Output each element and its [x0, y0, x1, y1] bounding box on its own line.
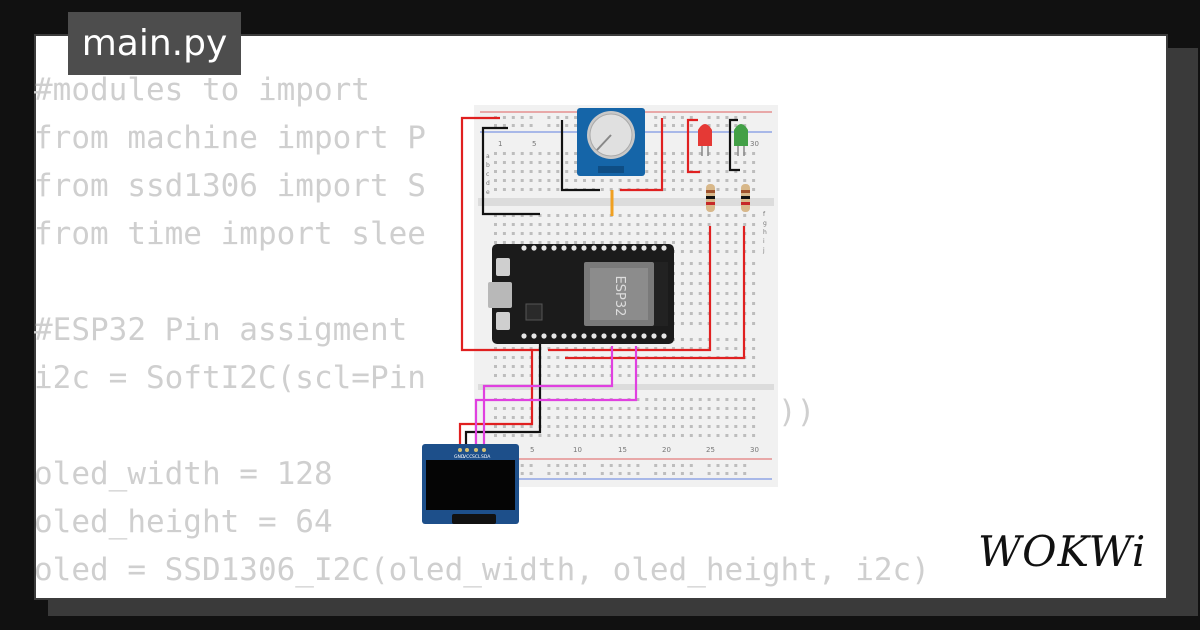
oled-screen — [426, 460, 515, 510]
code-line: from machine import P — [34, 120, 426, 156]
resistor[interactable] — [706, 184, 715, 212]
oled-display[interactable]: GND VCC SCL SDA — [422, 444, 519, 524]
code-line: #modules to import — [34, 72, 370, 108]
esp32-pins — [521, 245, 667, 339]
wokwi-logo: WOKWi — [978, 527, 1146, 576]
code-line: oled_width = 128 — [34, 456, 333, 492]
code-line: from ssd1306 import S — [34, 168, 426, 204]
breadboard-row-label: c — [486, 171, 489, 178]
usb-port — [488, 282, 512, 308]
code-line: #ESP32 Pin assigment — [34, 312, 408, 348]
wire-red — [548, 226, 712, 352]
wire-black — [560, 120, 600, 192]
wire-red — [565, 226, 746, 360]
knob-indicator — [596, 134, 612, 151]
breadboard-col-label: 1 — [498, 140, 502, 148]
breadboard-col-label: 5 — [530, 446, 534, 454]
breadboard-row-label: d — [486, 180, 490, 187]
en-button — [496, 312, 510, 330]
code-line: oled_height = 64 — [34, 504, 333, 540]
wires — [458, 116, 746, 450]
breadboard-col-label: 25 — [706, 446, 715, 454]
breadboard-row-label: a — [486, 153, 490, 160]
breadboard-row-label: b — [486, 162, 490, 169]
logo-text: WOKWi — [978, 527, 1146, 576]
wire-magenta — [482, 346, 614, 450]
breadboard-row-label: j — [762, 247, 765, 254]
code-line-tail: )) — [778, 394, 816, 430]
led-red[interactable] — [698, 124, 712, 156]
oled-pin-label: VCC — [463, 454, 472, 460]
led-green[interactable] — [734, 124, 748, 156]
oled-pin-label: SDA — [481, 454, 491, 460]
resistor[interactable] — [741, 184, 750, 212]
wire-red — [460, 116, 540, 352]
breadboard-col-label: 20 — [662, 446, 671, 454]
code-line: oled = SSD1306_I2C(oled_width, oled_heig… — [34, 552, 930, 588]
boot-button — [496, 258, 510, 276]
breadboard-row-label: h — [763, 229, 767, 236]
breadboard-row-label: g — [763, 220, 767, 227]
breadboard-col-label: 30 — [750, 446, 759, 454]
breadboard-row-label: e — [486, 189, 490, 196]
breadboard-col-label: 15 — [618, 446, 627, 454]
usb-chip — [525, 303, 543, 321]
breadboard-col-label: 30 — [750, 140, 759, 148]
antenna — [654, 262, 668, 326]
wire-red — [686, 118, 700, 174]
potentiometer[interactable] — [577, 108, 645, 176]
breadboard-row-label: f — [763, 211, 766, 218]
code-editor: #modules to import from machine import P f… — [34, 66, 930, 594]
breadboard-row-label: i — [763, 238, 765, 245]
wire-black — [728, 118, 740, 172]
oled-pin-label: GND — [454, 454, 465, 460]
code-line: i2c = SoftI2C(scl=Pin — [34, 360, 426, 396]
wire-magenta — [474, 346, 638, 450]
code-line: from time import slee — [34, 216, 426, 252]
wire-red — [620, 118, 664, 192]
esp32-chip-label: ESP32 — [612, 276, 627, 317]
esp32-board[interactable]: ESP32 — [488, 244, 674, 344]
file-tab[interactable]: main.py — [68, 12, 241, 75]
oled-pin-label: SCL — [472, 454, 481, 460]
breadboard-col-label: 5 — [532, 140, 536, 148]
breadboard-col-label: 10 — [573, 446, 582, 454]
wire-black — [481, 126, 540, 216]
